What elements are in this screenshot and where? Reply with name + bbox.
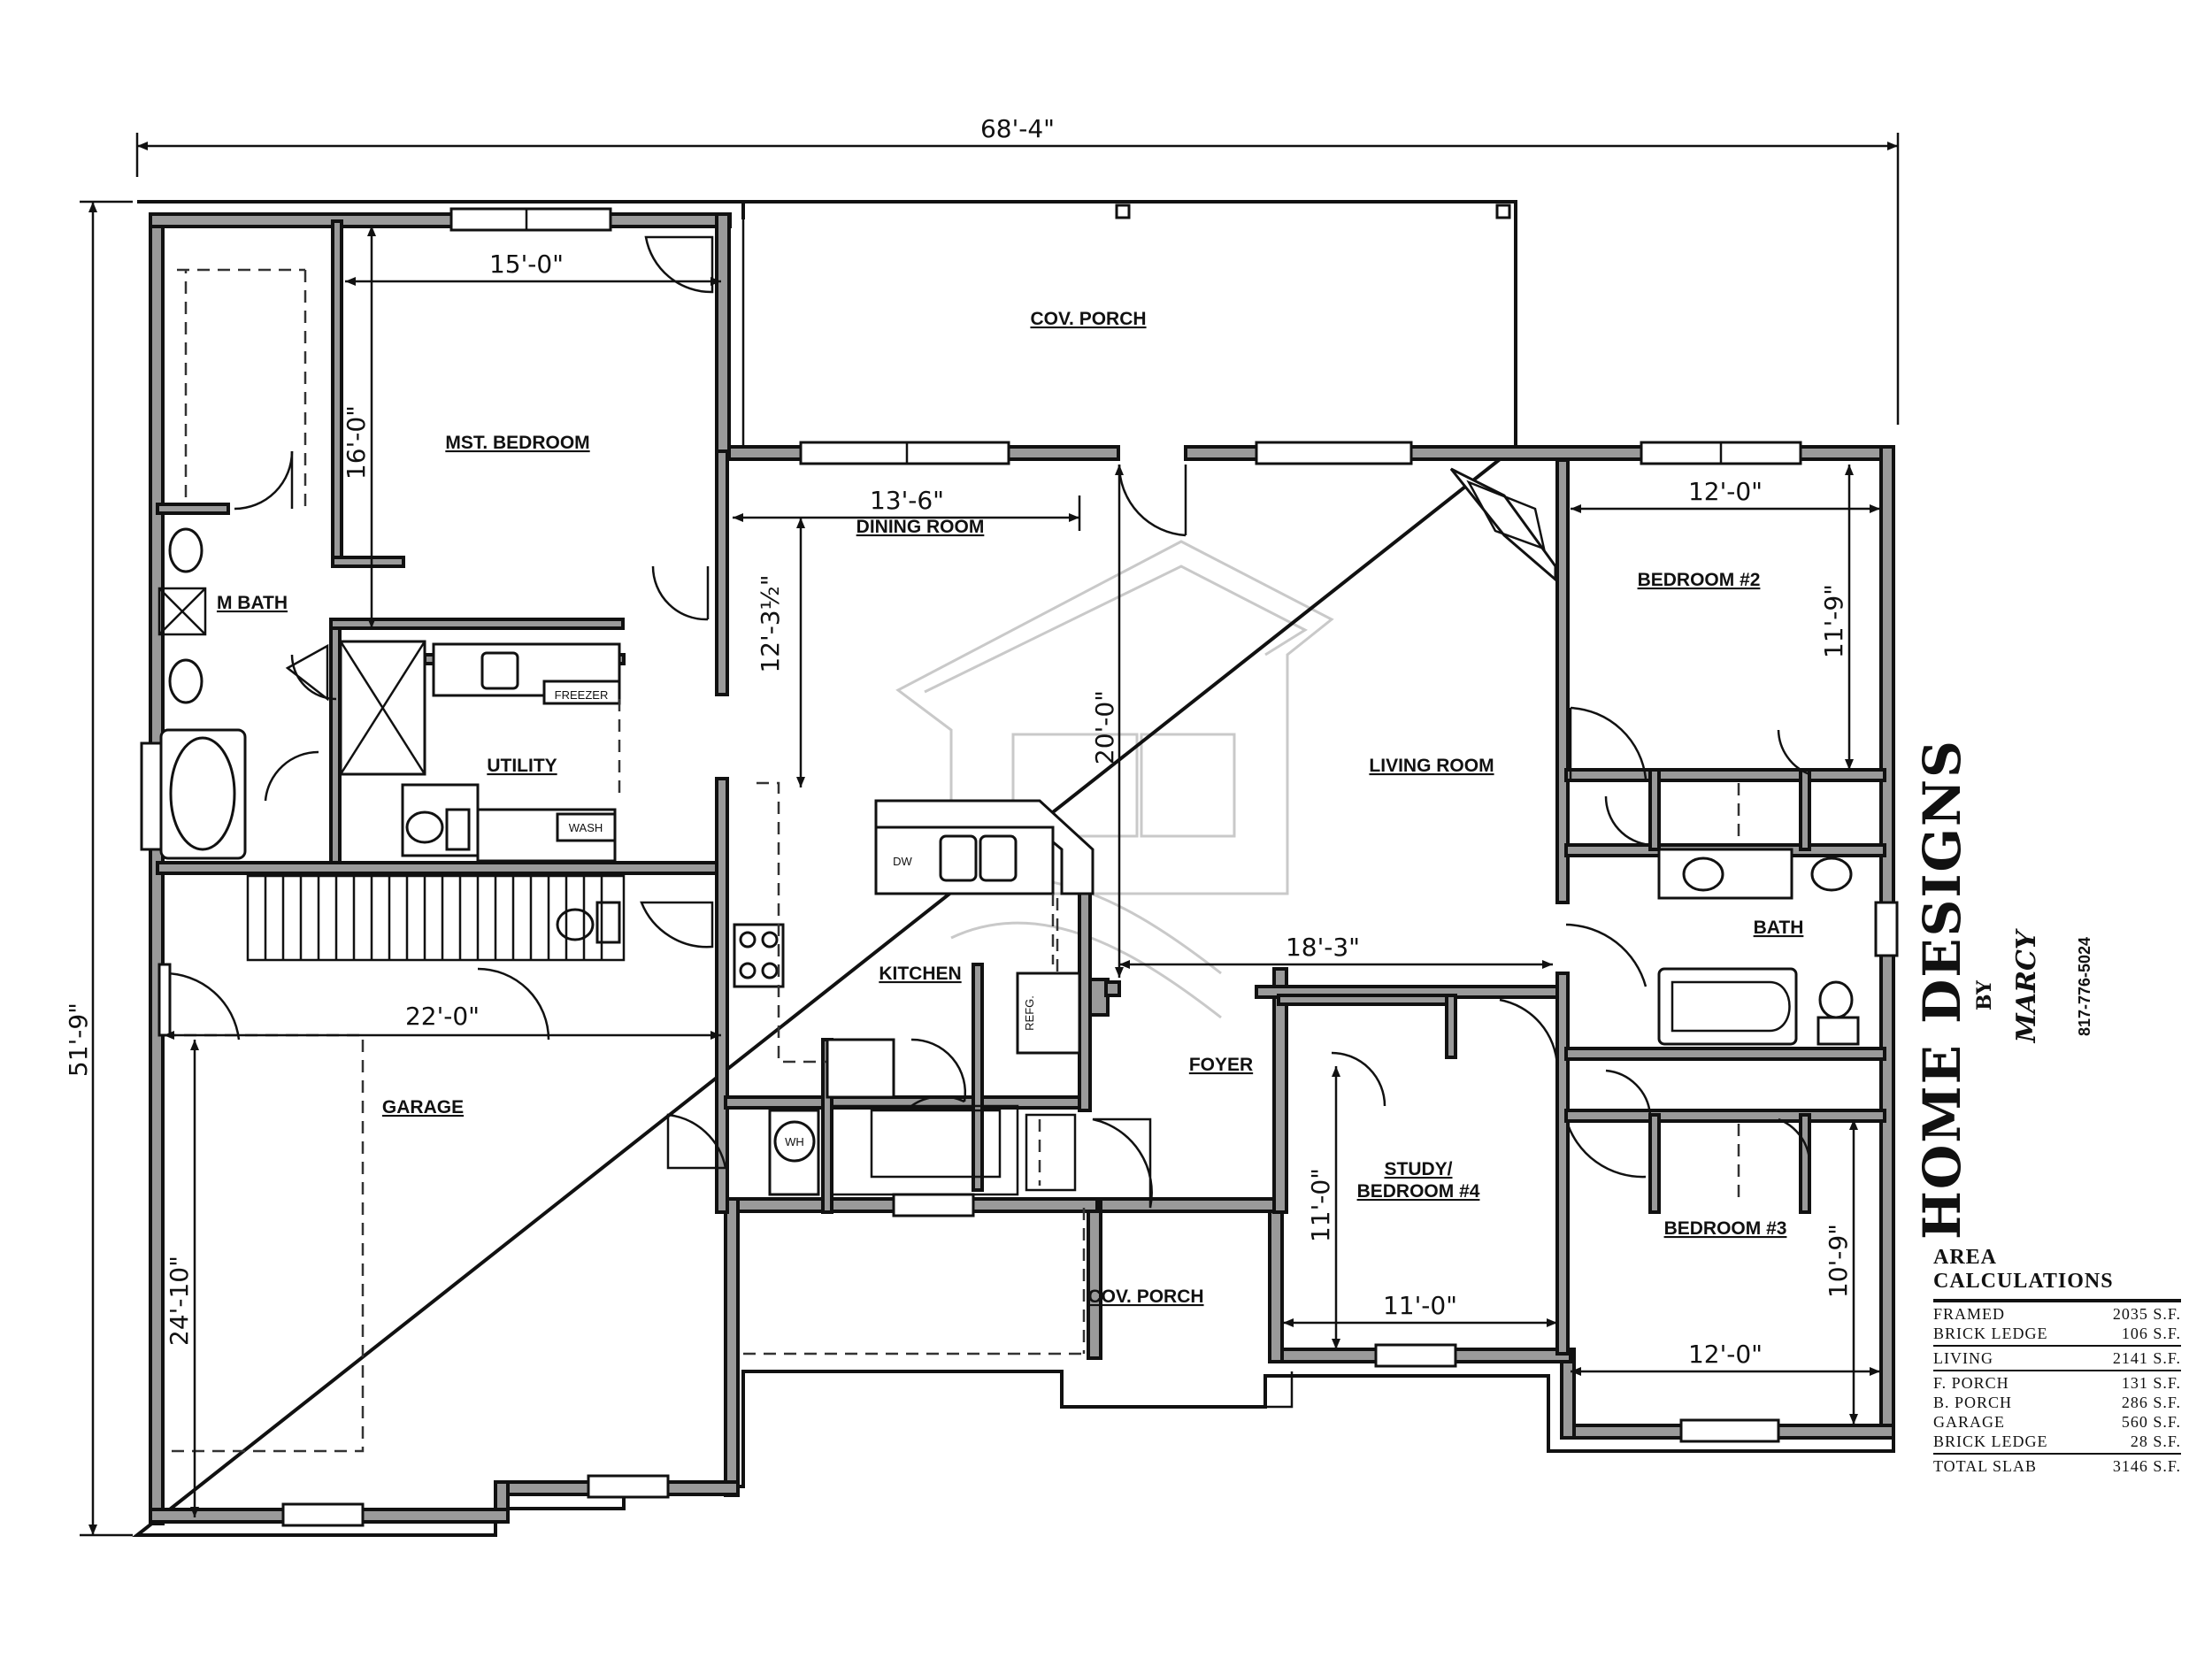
bed3-depth-label: 10'-9": [1824, 1224, 1853, 1298]
mst-depth-label: 16'-0": [342, 405, 371, 480]
area-row: B. PORCH 286 S.F.: [1933, 1393, 2181, 1412]
study-width-label: 11'-0": [1383, 1291, 1457, 1320]
area-row-value: 2141 S.F.: [2112, 1349, 2181, 1367]
watermark-house-logo: [895, 540, 1334, 1019]
front-porch-outline: [743, 1208, 1294, 1409]
brand-by: BY: [1973, 980, 1996, 1010]
room-study-label-1: STUDY/: [1384, 1159, 1452, 1179]
garage-outline: [157, 963, 365, 1453]
area-row-label: TOTAL SLAB: [1933, 1457, 2038, 1475]
dining-depth-label: 12'-3½": [756, 574, 785, 672]
room-dining-label: DINING ROOM: [856, 517, 985, 537]
overall-dimension-lines: [80, 133, 1900, 1537]
area-row-label: F. PORCH: [1933, 1374, 2009, 1392]
fireplace: [1449, 467, 1557, 583]
stairs: [246, 874, 626, 962]
area-row: BRICK LEDGE 106 S.F.: [1933, 1324, 2181, 1343]
area-row-value: 106 S.F.: [2121, 1325, 2181, 1342]
brand-name: HOME DESIGNS: [1912, 739, 1972, 1240]
kitchen-fixtures: [733, 781, 1094, 1196]
room-bedroom2-label: BEDROOM #2: [1638, 570, 1761, 590]
area-row-value: 2035 S.F.: [2112, 1305, 2181, 1323]
freezer-label: FREEZER: [555, 688, 609, 702]
bed2-depth-label: 11'-9": [1819, 584, 1848, 658]
dining-width-label: 13'-6": [870, 486, 944, 515]
area-row-label: GARAGE: [1933, 1413, 2005, 1431]
wash-label: WASH: [569, 821, 603, 834]
room-front-porch-label: COV. PORCH: [1087, 1286, 1203, 1307]
garage-depth-label: 24'-10": [165, 1256, 194, 1346]
area-group-total: TOTAL SLAB 3146 S.F.: [1933, 1455, 2181, 1478]
living-depth-label: 20'-0": [1090, 690, 1119, 764]
water-heater-label: WH: [785, 1135, 804, 1148]
area-row-label: FRAMED: [1933, 1305, 2006, 1323]
area-row: LIVING 2141 S.F.: [1933, 1348, 2181, 1368]
area-row: BRICK LEDGE 28 S.F.: [1933, 1432, 2181, 1451]
overall-width-label: 68'-4": [980, 114, 1055, 143]
rear-porch-outline: [741, 204, 1511, 447]
area-row: F. PORCH 131 S.F.: [1933, 1373, 2181, 1393]
room-bedroom3-label: BEDROOM #3: [1664, 1218, 1787, 1239]
room-study-label-2: BEDROOM #4: [1357, 1181, 1480, 1202]
branding: HOME DESIGNS BY MARCY 817-776-5024: [1912, 739, 2093, 1240]
room-bath-label: BATH: [1754, 918, 1804, 938]
utility-fixtures: [401, 642, 621, 944]
room-utility-label: UTILITY: [487, 756, 557, 776]
area-row-value: 560 S.F.: [2121, 1413, 2181, 1431]
study-depth-label: 11'-0": [1306, 1168, 1335, 1242]
area-row-label: BRICK LEDGE: [1933, 1432, 2048, 1450]
garage-width-label: 22'-0": [405, 1002, 480, 1031]
room-foyer-label: FOYER: [1189, 1055, 1253, 1075]
area-calculations-table: AREA CALCULATIONS FRAMED 2035 S.F. BRICK …: [1933, 1246, 2181, 1478]
area-row-label: BRICK LEDGE: [1933, 1325, 2048, 1342]
area-row-label: LIVING: [1933, 1349, 1993, 1367]
area-row: TOTAL SLAB 3146 S.F.: [1933, 1456, 2181, 1476]
refrigerator-label: REFG.: [1023, 995, 1036, 1031]
area-group-framed: FRAMED 2035 S.F. BRICK LEDGE 106 S.F.: [1933, 1302, 2181, 1347]
area-row-value: 28 S.F.: [2130, 1432, 2181, 1450]
area-row-value: 131 S.F.: [2121, 1374, 2181, 1392]
master-bath-fixtures: [157, 268, 426, 860]
overall-depth-label: 51'-9": [64, 1002, 93, 1077]
brand-designer: MARCY: [2011, 928, 2042, 1043]
room-rear-porch-label: COV. PORCH: [1030, 309, 1146, 329]
bed3-width-label: 12'-0": [1688, 1340, 1763, 1369]
mst-width-label: 15'-0": [489, 250, 564, 279]
area-group-living: LIVING 2141 S.F.: [1933, 1347, 2181, 1371]
bed2-width-label: 12'-0": [1688, 477, 1763, 506]
room-dimension-lines: [164, 226, 1880, 1517]
windows: [140, 207, 1899, 1527]
room-garage-label: GARAGE: [382, 1097, 464, 1118]
area-row-value: 3146 S.F.: [2112, 1457, 2181, 1475]
room-living-label: LIVING ROOM: [1369, 756, 1494, 776]
area-group-porches: F. PORCH 131 S.F. B. PORCH 286 S.F. GARAGE…: [1933, 1371, 2181, 1455]
room-master-bath-label: M BATH: [217, 593, 288, 613]
brand-phone: 817-776-5024: [2076, 937, 2093, 1036]
area-row: FRAMED 2035 S.F.: [1933, 1304, 2181, 1324]
room-master-bedroom-label: MST. BEDROOM: [445, 433, 589, 453]
area-row-value: 286 S.F.: [2121, 1394, 2181, 1411]
hall-bath-fixtures: [1657, 783, 1860, 1203]
area-row: GARAGE 560 S.F.: [1933, 1412, 2181, 1432]
dishwasher-label: DW: [893, 855, 912, 868]
area-row-label: B. PORCH: [1933, 1394, 2013, 1411]
room-kitchen-label: KITCHEN: [879, 964, 961, 984]
living-width-label: 18'-3": [1286, 933, 1360, 962]
area-calculations-title: AREA CALCULATIONS: [1933, 1246, 2181, 1302]
